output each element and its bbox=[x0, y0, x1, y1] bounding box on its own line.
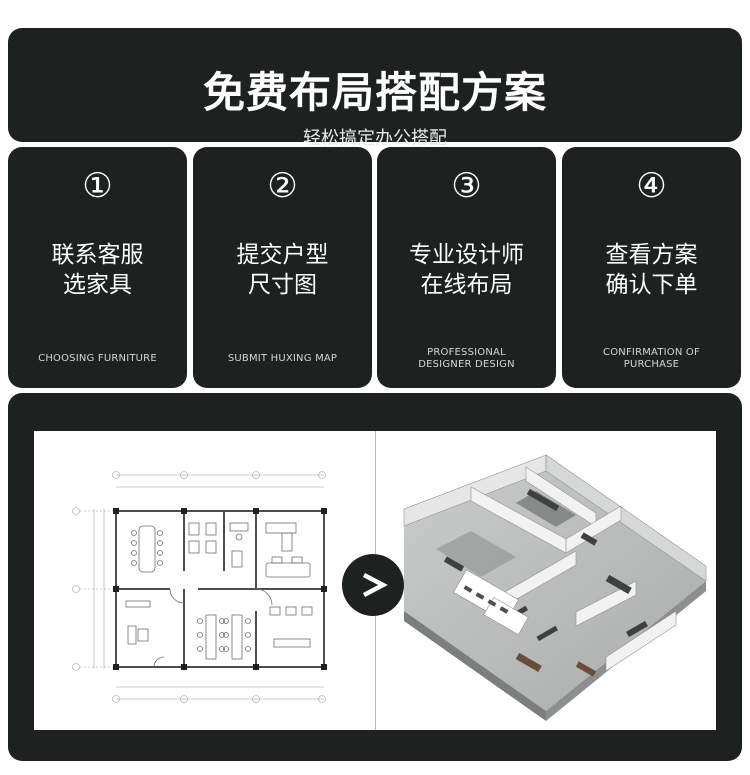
step-english: CONFIRMATION OF PURCHASE bbox=[603, 347, 700, 370]
chevron-right-icon bbox=[362, 573, 388, 597]
step-title: 联系客服 选家具 bbox=[51, 242, 144, 298]
step-number: ② bbox=[267, 166, 298, 206]
step-title: 查看方案 确认下单 bbox=[605, 242, 698, 298]
page-title: 免费布局搭配方案 bbox=[202, 68, 547, 117]
step-number: ④ bbox=[636, 166, 667, 206]
step-english: CHOOSING FURNITURE bbox=[38, 353, 157, 364]
step-title: 专业设计师 在线布局 bbox=[409, 242, 524, 298]
office-3d-render bbox=[403, 454, 707, 721]
step-card-3: ③ 专业设计师 在线布局 PROFESSIONAL DESIGNER DESIG… bbox=[377, 147, 556, 388]
step-english: SUBMIT HUXING MAP bbox=[227, 353, 338, 364]
step-card-2: ② 提交户型 尺寸图 SUBMIT HUXING MAP bbox=[193, 147, 372, 388]
step-card-4: ④ 查看方案 确认下单 CONFIRMATION OF PURCHASE bbox=[562, 147, 741, 388]
step-title: 提交户型 尺寸图 bbox=[236, 242, 329, 298]
step-number: ③ bbox=[451, 166, 482, 206]
page-subtitle: 轻松搞定办公搭配 bbox=[303, 128, 447, 149]
showcase-frame bbox=[34, 431, 716, 730]
floor-plan-image bbox=[72, 471, 327, 703]
layout-showcase bbox=[8, 393, 742, 761]
step-number: ① bbox=[82, 166, 113, 206]
header-banner: 免费布局搭配方案 轻松搞定办公搭配 bbox=[8, 28, 742, 148]
step-english: PROFESSIONAL DESIGNER DESIGN bbox=[418, 347, 515, 370]
step-card-1: ① 联系客服 选家具 CHOOSING FURNITURE bbox=[8, 147, 187, 388]
next-arrow-button bbox=[342, 554, 404, 616]
